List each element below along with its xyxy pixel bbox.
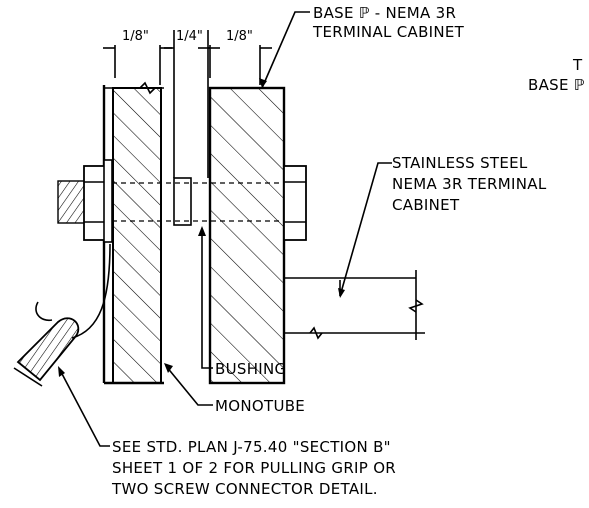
- pulling-grip: [13, 301, 80, 387]
- dim-left-label: 1/8": [122, 29, 149, 44]
- base-plate: [208, 86, 286, 385]
- base-plate-label-line2: TERMINAL CABINET: [312, 23, 465, 41]
- bushing-label: BUSHING: [215, 360, 286, 378]
- base-plate-label-line1: BASE ℙ - NEMA 3R: [313, 4, 456, 22]
- leaders: [58, 11, 392, 447]
- dim-right-label: 1/8": [226, 29, 253, 44]
- note-line3: TWO SCREW CONNECTOR DETAIL.: [111, 480, 378, 498]
- bolt: [57, 159, 307, 243]
- cabinet-label-line1: STAINLESS STEEL: [392, 154, 528, 172]
- cabinet-label-line3: CABINET: [392, 196, 460, 214]
- bushing: [173, 177, 192, 226]
- cabinet-label-line2: NEMA 3R TERMINAL: [392, 175, 547, 193]
- note-line1: SEE STD. PLAN J-75.40 "SECTION B": [112, 438, 391, 456]
- cabinet-outline: [284, 270, 425, 340]
- cutoff-label-line2: BASE ℙ: [528, 76, 585, 94]
- cutoff-label-line1: T: [572, 56, 583, 74]
- ground-wire: [71, 243, 111, 339]
- note-line2: SHEET 1 OF 2 FOR PULLING GRIP OR: [112, 459, 396, 477]
- dimension-marks: [103, 30, 272, 85]
- dim-middle-label: 1/4": [176, 29, 203, 44]
- monotube-label: MONOTUBE: [215, 397, 305, 415]
- monotube-wall: [102, 81, 164, 385]
